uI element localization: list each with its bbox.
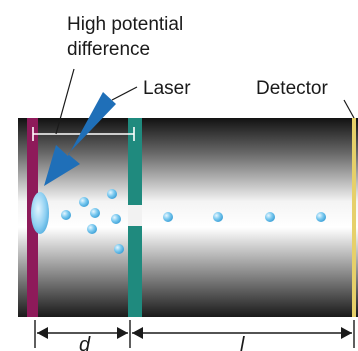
ion: [79, 197, 89, 207]
detector-label: Detector: [256, 78, 328, 99]
ion: [316, 212, 326, 222]
potential-label-line2: difference: [67, 39, 150, 60]
dimension-markers: [34, 320, 355, 348]
ion: [90, 208, 100, 218]
grid-slit: [128, 205, 142, 226]
dimension-d-label: d: [79, 334, 91, 351]
laser-leader-line: [111, 86, 138, 101]
flight-tube: [18, 118, 358, 317]
grid-plate-upper: [128, 118, 142, 205]
ion: [114, 244, 124, 254]
grid-plate-lower: [128, 226, 142, 317]
ion: [265, 212, 275, 222]
dimension-l-label: l: [240, 334, 245, 351]
laser-label: Laser: [143, 78, 191, 99]
potential-leader-line: [55, 68, 75, 135]
ion: [61, 210, 71, 220]
ion: [111, 214, 121, 224]
ion: [213, 212, 223, 222]
laser-arrow: [44, 92, 116, 186]
sample-spot: [31, 192, 49, 234]
potential-label-line1: High potential: [67, 14, 183, 35]
ion: [87, 224, 97, 234]
ion-cloud: [61, 189, 326, 254]
ion: [163, 212, 173, 222]
detector-plate: [352, 118, 356, 317]
detector-leader-line: [343, 99, 355, 119]
ion: [107, 189, 117, 199]
